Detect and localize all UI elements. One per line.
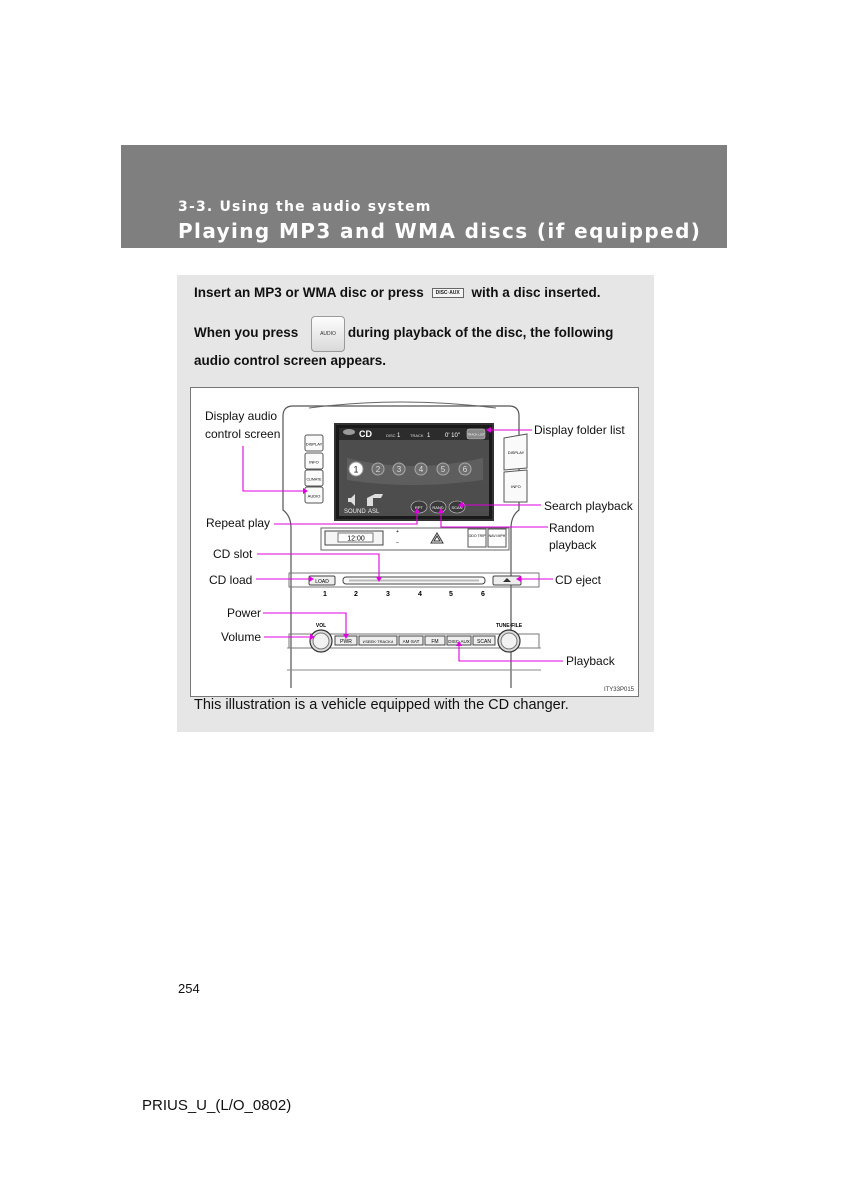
figure-caption: This illustration is a vehicle equipped …: [194, 697, 569, 713]
svg-text:3: 3: [386, 591, 390, 598]
screen-mode: CD: [359, 429, 372, 439]
svg-text:DISC: DISC: [386, 433, 396, 438]
svg-text:5: 5: [449, 591, 453, 598]
svg-text:NAVI MPH: NAVI MPH: [489, 534, 506, 538]
svg-text:PWR: PWR: [340, 639, 352, 645]
instruction-line-2: When you press during playback of the di…: [194, 325, 634, 340]
svg-text:SCAN: SCAN: [477, 639, 491, 645]
svg-text:4: 4: [418, 591, 422, 598]
speaker-icon: [348, 494, 355, 506]
callout-arrowheads: [303, 427, 521, 646]
info-button-label: INFO: [511, 484, 521, 489]
svg-text:TRACK: TRACK: [410, 433, 424, 438]
audio-panel-illustration: DISPLAY INFO CLIMATE AUDIO DISPLAY INFO …: [190, 387, 639, 697]
svg-text:ASL: ASL: [368, 509, 380, 515]
instruction-line-3: audio control screen appears.: [194, 353, 387, 368]
instruction-text: during playback of the disc, the followi…: [347, 325, 614, 340]
disc-aux-button-icon: DISC·AUX: [431, 288, 464, 299]
page-number: 254: [178, 981, 200, 996]
label-cd-slot: CD slot: [213, 547, 253, 561]
svg-text:1: 1: [427, 433, 431, 439]
label-display-audio: control screen: [205, 427, 280, 441]
svg-text:3: 3: [397, 465, 402, 474]
center-strip: 12:00 + – ODO TRIP NAVI MPH: [320, 527, 510, 551]
svg-text:VOL: VOL: [316, 623, 326, 629]
section-label: 3-3. Using the audio system: [178, 199, 432, 215]
label-power: Power: [227, 606, 261, 620]
label-cd-eject: CD eject: [555, 573, 602, 587]
clock-display: 12:00: [347, 536, 365, 543]
load-button-label: LOAD: [315, 579, 329, 585]
info-button-label: INFO: [309, 460, 319, 465]
instruction-text: with a disc inserted.: [471, 285, 601, 300]
label-cd-load: CD load: [209, 573, 252, 587]
label-display-folder-list: Display folder list: [534, 423, 625, 437]
svg-text:∨SEEK·TRACK∧: ∨SEEK·TRACK∧: [362, 639, 393, 644]
svg-text:–: –: [396, 540, 399, 546]
audio-button-label: AUDIO: [308, 494, 321, 499]
scan-button-label: SCAN: [451, 505, 462, 510]
right-side-buttons: DISPLAY INFO: [503, 433, 528, 503]
dashboard-top-curve: [308, 401, 497, 409]
track-list-button-label: TRACK LIST: [467, 433, 485, 437]
label-random-playback: Random: [549, 521, 594, 535]
svg-text:2: 2: [354, 591, 358, 598]
cd-row: LOAD 1 2 3 4 5 6: [288, 572, 540, 598]
figure-id: ITY33P015: [604, 687, 635, 693]
bottom-controls: VOL TUNE·FILE PWR ∨SEEK·TRACK∧ AM·SAT FM…: [288, 623, 540, 653]
rand-button-label: RAND: [432, 505, 443, 510]
page-title: Playing MP3 and WMA discs (if equipped): [178, 219, 702, 243]
left-side-buttons: DISPLAY INFO CLIMATE AUDIO: [304, 434, 324, 504]
audio-control-screen: CD DISC 1 TRACK 1 0' 10" TRACK LIST 1 2 …: [334, 423, 494, 521]
svg-text:AM·SAT: AM·SAT: [403, 639, 420, 644]
label-random-playback: playback: [549, 538, 597, 552]
climate-button-label: CLIMATE: [307, 478, 323, 482]
svg-text:SOUND: SOUND: [344, 509, 366, 515]
svg-text:ODO TRIP: ODO TRIP: [469, 534, 487, 538]
callout-labels: Display audio control screen Display fol…: [205, 409, 634, 668]
audio-panel-drawing: DISPLAY INFO CLIMATE AUDIO DISPLAY INFO …: [205, 401, 635, 693]
callout-lines: [242, 429, 563, 662]
svg-text:1: 1: [353, 465, 358, 475]
disc-selector: 1 2 3 4 5 6: [348, 461, 472, 477]
audio-button-icon: AUDIO: [311, 316, 345, 352]
svg-text:0' 10": 0' 10": [445, 433, 460, 439]
asl-icon: [367, 494, 383, 506]
rpt-button-label: RPT: [415, 505, 424, 510]
svg-text:TUNE·FILE: TUNE·FILE: [496, 623, 523, 629]
document-footer: PRIUS_U_(L/O_0802): [142, 1097, 292, 1114]
instruction-text: Insert an MP3 or WMA disc or press: [194, 285, 424, 300]
label-search-playback: Search playback: [544, 499, 634, 513]
svg-text:FM: FM: [431, 639, 438, 645]
eject-icon: [503, 578, 511, 582]
instruction-text: When you press: [194, 325, 299, 340]
svg-text:4: 4: [419, 465, 424, 474]
section-header-band: 3-3. Using the audio system Playing MP3 …: [121, 145, 727, 248]
svg-text:+: +: [396, 529, 399, 535]
label-playback: Playback: [566, 654, 616, 668]
dashboard-outline: [282, 405, 520, 688]
svg-text:6: 6: [463, 465, 468, 474]
svg-text:5: 5: [441, 465, 446, 474]
label-display-audio: Display audio: [205, 409, 277, 423]
svg-text:1: 1: [397, 433, 401, 439]
svg-text:6: 6: [481, 591, 485, 598]
instruction-line-1: Insert an MP3 or WMA disc or press DISC·…: [194, 285, 601, 300]
svg-text:2: 2: [376, 465, 381, 474]
display-button-label: DISPLAY: [306, 442, 323, 447]
label-volume: Volume: [221, 630, 261, 644]
label-repeat-play: Repeat play: [206, 516, 270, 530]
svg-text:1: 1: [323, 591, 327, 598]
hazard-icon: [430, 532, 444, 544]
display-button-label: DISPLAY: [508, 450, 525, 455]
